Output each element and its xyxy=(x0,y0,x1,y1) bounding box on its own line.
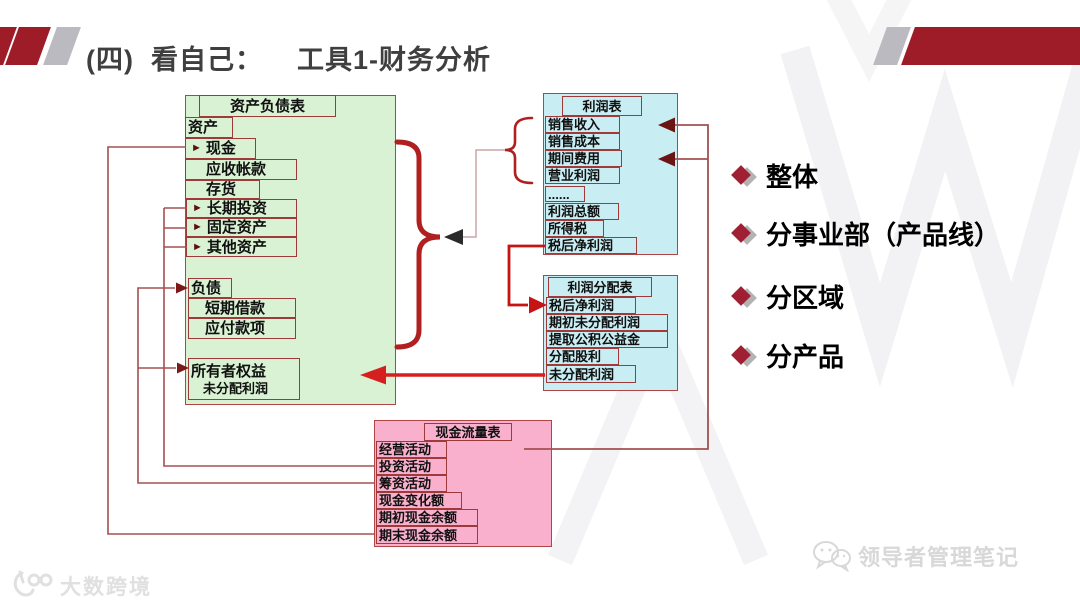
dimension-label: 整体 xyxy=(766,162,819,192)
dimension-label: 分区域 xyxy=(766,283,845,313)
long-term-investment-row: ►长期投资 xyxy=(186,199,297,218)
ellipsis-row: ...... xyxy=(545,186,585,202)
dimension-label: 分事业部（产品线） xyxy=(766,220,1001,250)
equity-header: 所有者权益 xyxy=(191,362,267,380)
brace-link-income-to-balance xyxy=(444,149,506,245)
right-triangle-icon: ► xyxy=(192,202,203,214)
short-term-loans-row: 短期借款 xyxy=(188,298,296,318)
cash-label: 现金 xyxy=(205,140,236,157)
investing-activities-row: 投资活动 xyxy=(376,458,447,475)
connector-netprofit-to-distribution xyxy=(507,244,547,314)
fixed-assets-label: 固定资产 xyxy=(206,219,267,236)
dimension-item-overall: 整体 xyxy=(731,157,819,194)
cash-flow-title: 现金流量表 xyxy=(424,423,512,441)
other-assets-row: ►其他资产 xyxy=(186,237,297,257)
pd-beginning-undistributed-row: 期初未分配利润 xyxy=(546,314,668,331)
fixed-assets-row: ►固定资产 xyxy=(186,218,297,237)
income-group-brace xyxy=(504,116,534,185)
wechat-icon xyxy=(813,541,851,572)
inventory-row: 存货 xyxy=(185,180,260,199)
right-triangle-icon: ► xyxy=(192,240,203,253)
net-profit-after-tax-row: 税后净利润 xyxy=(545,237,637,254)
sales-revenue-row: 销售收入 xyxy=(545,116,620,133)
assets-header: 资产 xyxy=(185,117,233,138)
pd-dividends-row: 分配股利 xyxy=(546,348,619,365)
right-triangle-icon: ► xyxy=(192,221,203,233)
income-statement-title: 利润表 xyxy=(562,96,642,116)
pd-undistributed-row: 未分配利润 xyxy=(546,365,636,383)
page-title: (四) 看自己： 工具1-财务分析 xyxy=(86,45,491,75)
receivables-row: 应收帐款 xyxy=(185,159,297,180)
right-triangle-icon: ► xyxy=(191,142,202,154)
brand-name: 大数跨境 xyxy=(60,576,152,599)
profit-distribution-title: 利润分配表 xyxy=(548,277,652,297)
brand-logo-icon xyxy=(13,570,53,597)
dimension-label: 分产品 xyxy=(766,342,845,372)
financing-activities-row: 筹资活动 xyxy=(376,475,447,492)
brand-bottom-left: 大数跨境 xyxy=(10,570,152,602)
diamond-bullet-icon xyxy=(731,344,757,367)
pd-net-profit-row: 税后净利润 xyxy=(546,297,636,314)
brand-name: 领导者管理笔记 xyxy=(858,545,1020,570)
period-expenses-row: 期间费用 xyxy=(545,150,622,167)
ending-cash-row: 期末现金余额 xyxy=(376,526,478,544)
equity-row: 所有者权益 未分配利润 xyxy=(188,358,300,400)
balance-sheet-brace xyxy=(394,139,441,350)
total-profit-row: 利润总额 xyxy=(545,203,619,220)
long-term-investment-label: 长期投资 xyxy=(206,200,267,217)
dimension-item-business-unit: 分事业部（产品线） xyxy=(731,215,1001,252)
dimension-item-product: 分产品 xyxy=(731,337,845,374)
undistributed-profit-label: 未分配利润 xyxy=(203,380,269,396)
pd-reserve-fund-row: 提取公积公益金 xyxy=(546,331,668,348)
cash-change-row: 现金变化额 xyxy=(376,492,462,509)
beginning-cash-row: 期初现金余额 xyxy=(376,509,478,526)
dimension-item-region: 分区域 xyxy=(731,278,845,315)
balance-sheet-title: 资产负债表 xyxy=(199,95,336,117)
cash-row: ►现金 xyxy=(185,138,256,159)
operating-activities-row: 经营活动 xyxy=(376,441,447,458)
operating-profit-row: 营业利润 xyxy=(545,167,620,184)
deco-red-band-top-right xyxy=(901,27,1080,65)
payables-row: 应付款项 xyxy=(188,318,296,339)
diamond-bullet-icon xyxy=(731,164,757,187)
brand-bottom-right: 领导者管理笔记 xyxy=(812,540,1019,572)
diamond-bullet-icon xyxy=(731,222,757,245)
other-assets-label: 其他资产 xyxy=(206,238,267,256)
liabilities-header: 负债 xyxy=(188,278,232,298)
diamond-bullet-icon xyxy=(731,285,757,308)
income-tax-row: 所得税 xyxy=(545,220,604,237)
cost-of-sales-row: 销售成本 xyxy=(545,133,620,150)
